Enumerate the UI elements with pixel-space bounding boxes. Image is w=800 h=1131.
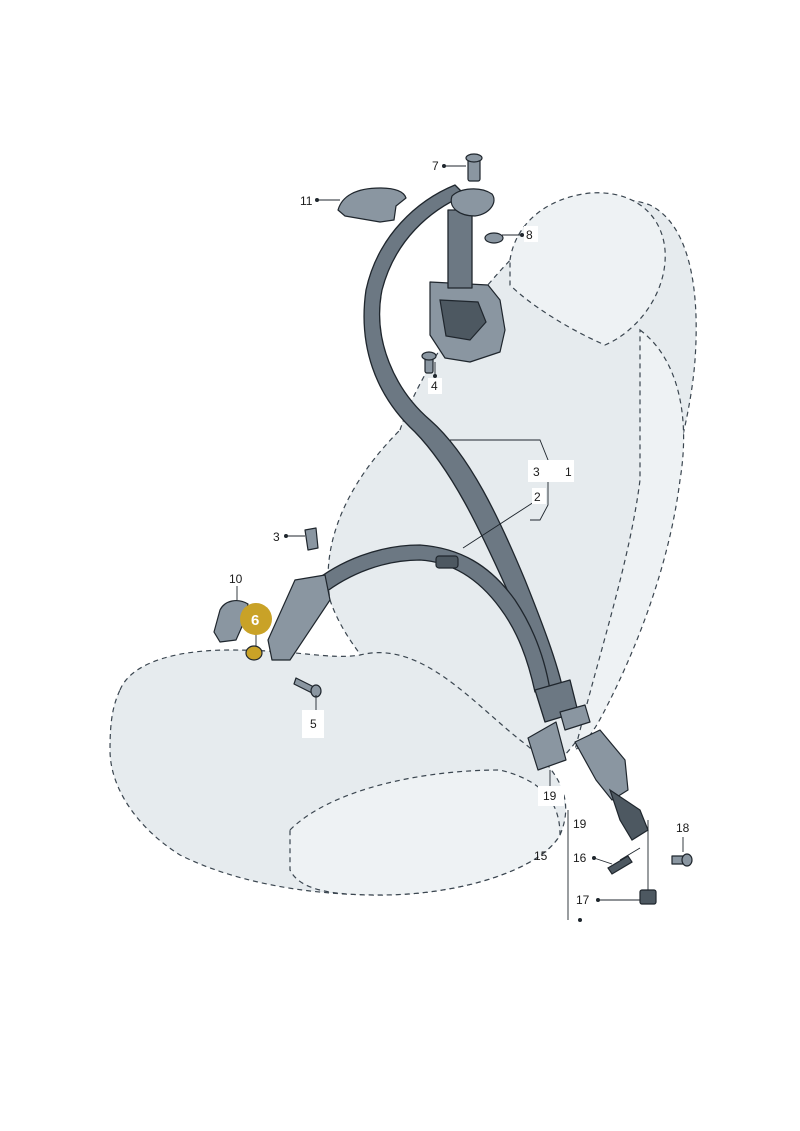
buckle-tongue: [559, 704, 591, 731]
label-3-group: 3: [533, 465, 540, 479]
washer-8: [484, 232, 504, 244]
label-19-upper: 19: [543, 789, 557, 803]
connector-17: [639, 820, 657, 905]
label-6: 6: [251, 612, 259, 629]
seat-headrest: [509, 192, 666, 346]
seat: [109, 192, 697, 896]
label-8: 8: [526, 228, 533, 242]
label-5: 5: [310, 717, 317, 731]
seat-cushion-seam: [289, 769, 561, 896]
seat-buckle: [527, 721, 649, 841]
label-3: 3: [273, 530, 280, 544]
spacer-6: [245, 645, 263, 661]
belt-guide-loop: [435, 555, 459, 569]
bolt-4: [421, 351, 437, 374]
belt-webbing: [309, 184, 591, 731]
retractor-webbing: [447, 209, 473, 289]
seat-side-bolster: [574, 328, 685, 752]
trim-cover-11: [337, 187, 407, 223]
badge-6: [240, 603, 272, 635]
label-11: 11: [300, 194, 313, 208]
label-19-lower: 19: [573, 817, 587, 831]
label-2: 2: [534, 490, 541, 504]
bolt-18: [671, 853, 693, 867]
callout-labels: 11 7 8 4 3 1 2 3 10 6 5 19 19 15 16 17 1…: [226, 158, 690, 907]
anchor-bolt-head-7: [465, 153, 483, 163]
label-4: 4: [431, 379, 438, 393]
label-10: 10: [229, 572, 243, 586]
lower-anchor-rail: [267, 527, 331, 661]
belt-retractor: [429, 209, 506, 363]
bolt-5: [293, 677, 322, 698]
upper-anchor: [450, 153, 504, 244]
label-15: 15: [534, 849, 548, 863]
label-1: 1: [565, 465, 572, 479]
label-16: 16: [573, 851, 587, 865]
label-17: 17: [576, 893, 590, 907]
wire-16: [607, 847, 641, 875]
retractor-detail: [439, 299, 487, 341]
cover-10: [213, 600, 249, 643]
label-7: 7: [432, 159, 439, 173]
anchor-plate: [450, 188, 495, 217]
label-18: 18: [676, 821, 690, 835]
group-bracket-1-3: [450, 439, 549, 521]
